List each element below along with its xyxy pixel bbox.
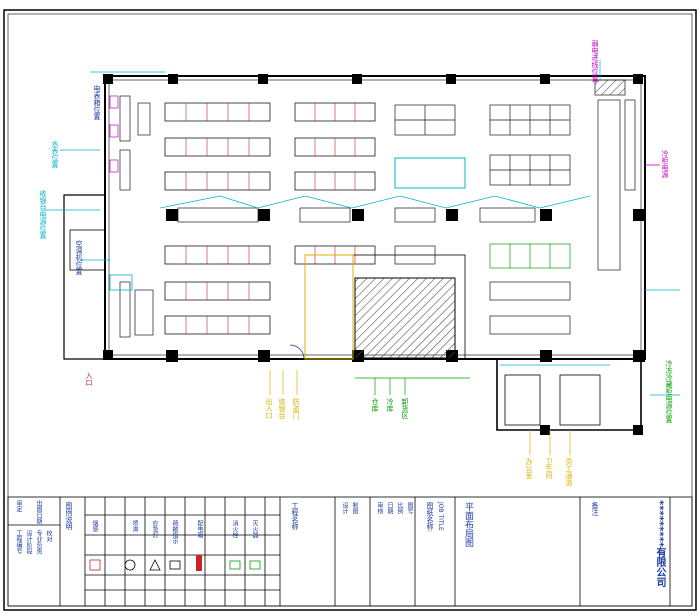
legend-symbol-3 — [149, 559, 161, 571]
title-block-row-6: 图号 — [406, 502, 413, 514]
drawing-name: 平面布局图 — [463, 502, 473, 547]
title-block-row-3: 审核 — [376, 502, 383, 514]
annot-bottom-left-1: 出入口 — [265, 398, 273, 419]
title-block-row-2: 制图 — [351, 502, 358, 514]
title-label: 图纸名称: — [426, 502, 434, 533]
title-block-row-1: 设计 — [341, 502, 348, 514]
legend-symbol-1 — [89, 559, 101, 571]
title-block-value-2: 设计阶段 — [25, 530, 32, 554]
mid-shelf-band — [177, 207, 536, 223]
entrance-area — [69, 229, 305, 360]
annot-left-bottom: 入口 — [85, 372, 93, 386]
legend-symbol-5 — [196, 555, 202, 571]
wall-shelves-left — [109, 95, 154, 338]
annot-left-mid2: 收银台电源位置 — [39, 190, 47, 239]
title-block-row-5: 比例 — [396, 502, 403, 514]
center-island — [394, 157, 466, 189]
legend-item-5: 配电箱 — [196, 520, 203, 538]
legend-label: 图例说明 — [65, 502, 73, 530]
legend-item-3: 应急灯 — [151, 520, 158, 538]
annot-left-mid: 水表位置 — [51, 140, 59, 168]
annot-bottom-mid-3: 卸货区 — [401, 398, 409, 419]
title-block — [7, 496, 693, 607]
annot-bottom-mid-2: 冷库 — [386, 398, 394, 412]
green-leaders — [355, 377, 470, 395]
title-block-value-4: 校对 — [45, 530, 52, 542]
annot-bottom-right-2: 卫生间 — [545, 458, 553, 479]
legend-symbol-6 — [229, 560, 241, 570]
project-label: 工程名称 — [291, 502, 299, 530]
annot-bottom-left-2: 收银台 — [278, 398, 286, 419]
legend-item-7: 灭火器 — [251, 520, 258, 538]
annot-top-left: 电表箱位置 — [93, 85, 101, 120]
annot-top-right: 弱电进线位置 — [591, 40, 599, 82]
cold-display-right — [594, 79, 636, 271]
cyan-sightlines — [159, 195, 591, 209]
annot-bottom-mid-1: 仓库 — [371, 398, 379, 412]
annex-rooms — [500, 364, 610, 426]
annot-bottom-left-3: 防盗门 — [292, 398, 300, 419]
annot-right-lower: 冷冻冷藏柜电源位置 — [665, 360, 673, 423]
legend-item-6: 消火栓 — [231, 520, 238, 538]
title-block-row-4: 日期 — [386, 502, 393, 514]
title-block-value-5: 审定 — [15, 500, 22, 512]
yellow-zone — [304, 254, 354, 360]
annot-bottom-right-1: 办公室 — [525, 458, 533, 479]
legend-symbol-4 — [169, 560, 181, 570]
annot-left-lower: 空调机位置 — [75, 240, 83, 275]
company-name: *********有限公司 — [654, 500, 665, 588]
annot-right-mid: 冷柜电源 — [661, 150, 669, 178]
annotation-leaders — [45, 60, 680, 396]
title-label-en: JOB TITLE — [437, 502, 444, 531]
legend-item-4: 疏散指示 — [171, 520, 178, 544]
annot-bottom-right-3: 员工通道 — [565, 458, 573, 486]
yellow-leaders — [269, 370, 571, 455]
warehouse-hatched — [354, 277, 456, 359]
legend-symbol-7 — [249, 560, 261, 570]
display-tables-right — [394, 104, 571, 335]
title-block-value-3: 专业负责 — [35, 530, 42, 554]
legend-symbols — [89, 555, 261, 571]
legend-item-2: 喷淋 — [131, 520, 138, 532]
produce-bins-green — [489, 243, 571, 269]
sheet-border — [3, 9, 697, 611]
title-block-value-1: 工程编号 — [15, 530, 22, 554]
legend-item-1: 烟感 — [91, 520, 98, 532]
remarks-label: 备注 — [591, 502, 599, 516]
legend-symbol-2 — [124, 559, 136, 571]
title-block-value-6: 出图日期 — [35, 500, 42, 524]
